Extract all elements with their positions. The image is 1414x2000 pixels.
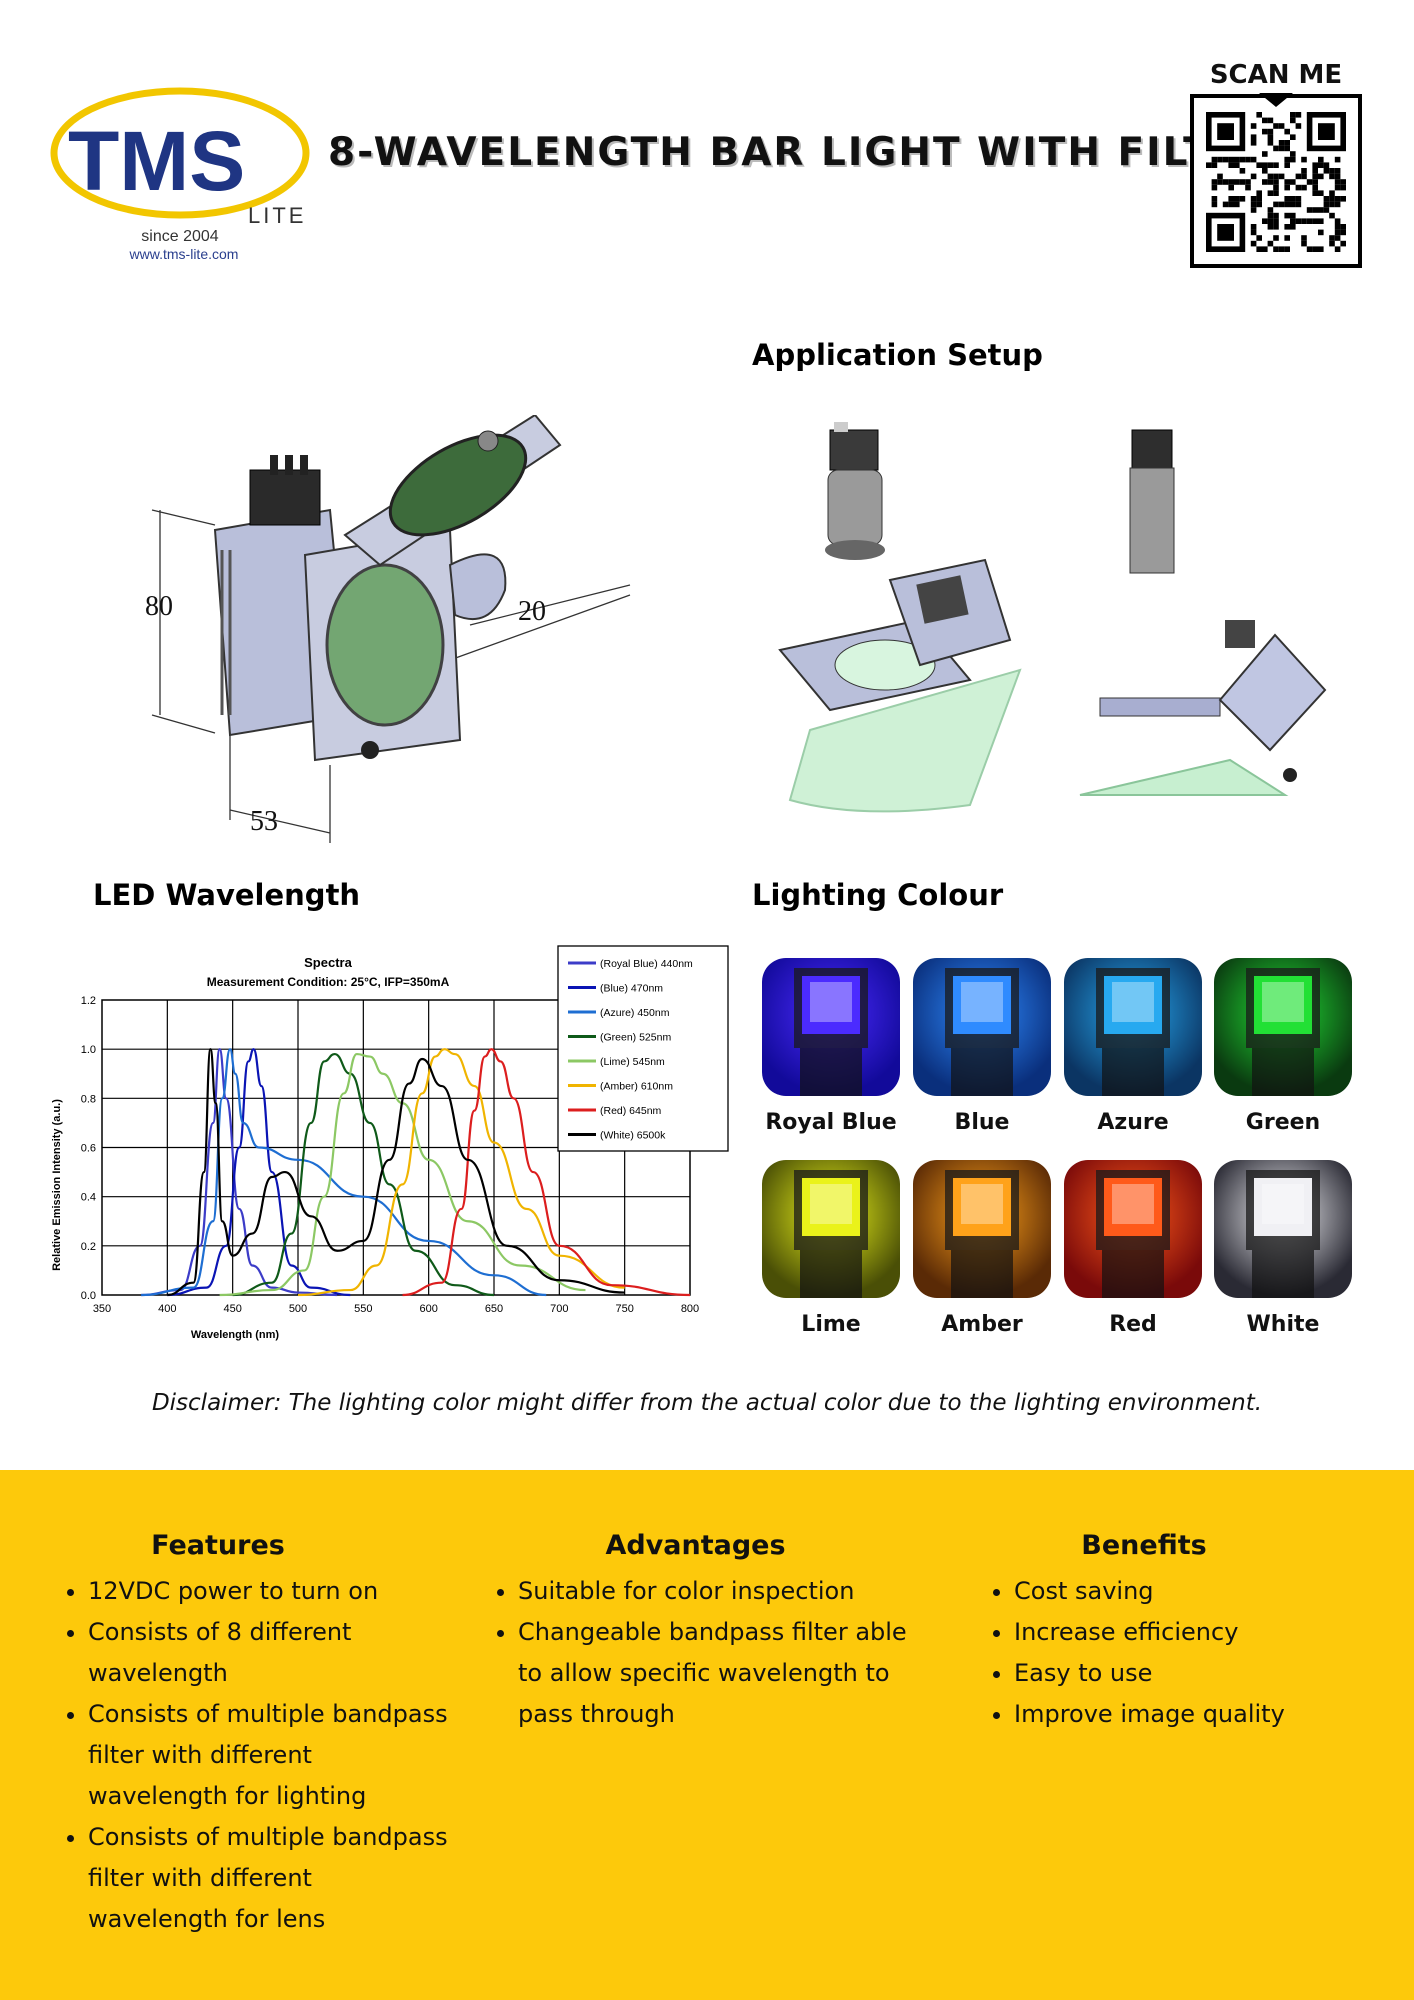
list-item: Increase efficiency bbox=[1014, 1612, 1364, 1653]
dimension-depth: 20 bbox=[518, 596, 546, 627]
qr-code[interactable] bbox=[1190, 94, 1362, 268]
benefits-list: Cost saving Increase efficiency Easy to … bbox=[984, 1571, 1364, 1735]
colour-tile bbox=[913, 958, 1051, 1096]
list-item: Improve image quality bbox=[1014, 1694, 1364, 1735]
colour-tile bbox=[762, 958, 900, 1096]
logo-wordmark: TMS bbox=[68, 114, 245, 208]
y-tick-label: 1.2 bbox=[81, 995, 96, 1007]
features-column: Features 12VDC power to turn on Consists… bbox=[58, 1530, 458, 1940]
legend-label: (Green) 525nm bbox=[600, 1032, 671, 1044]
legend-label: (Amber) 610nm bbox=[600, 1081, 673, 1093]
list-item: Cost saving bbox=[1014, 1571, 1364, 1612]
colour-tile bbox=[1214, 1160, 1352, 1298]
advantages-column: Advantages Suitable for color inspection… bbox=[488, 1530, 908, 1735]
colour-tile-label: Amber bbox=[941, 1312, 1023, 1337]
chart-xlabel: Wavelength (nm) bbox=[191, 1329, 280, 1341]
y-tick-label: 0.2 bbox=[81, 1241, 96, 1253]
colour-tile-label: Royal Blue bbox=[765, 1110, 897, 1135]
benefits-column: Benefits Cost saving Increase efficiency… bbox=[984, 1530, 1364, 1735]
y-tick-label: 0.6 bbox=[81, 1143, 96, 1155]
series-line bbox=[167, 1048, 625, 1297]
advantages-title: Advantages bbox=[605, 1530, 786, 1561]
list-item: Suitable for color inspection bbox=[518, 1571, 908, 1612]
application-setup-heading: Application Setup bbox=[752, 338, 1043, 372]
legend-label: (Lime) 545nm bbox=[600, 1056, 665, 1068]
scan-arrow-icon bbox=[1259, 93, 1293, 107]
benefits-title: Benefits bbox=[1081, 1530, 1207, 1561]
legend-label: (White) 6500k bbox=[600, 1130, 666, 1142]
colour-tile bbox=[1064, 1160, 1202, 1298]
x-tick-label: 750 bbox=[615, 1303, 633, 1315]
y-tick-label: 0.4 bbox=[81, 1192, 96, 1204]
spectra-chart: Spectra Measurement Condition: 25°C, IFP… bbox=[45, 940, 735, 1350]
colour-tile bbox=[762, 1160, 900, 1298]
y-tick-label: 1.0 bbox=[81, 1044, 96, 1056]
lighting-colour-heading: Lighting Colour bbox=[752, 878, 1004, 912]
x-tick-label: 600 bbox=[419, 1303, 437, 1315]
list-item: Consists of multiple bandpass filter wit… bbox=[88, 1694, 458, 1817]
features-title: Features bbox=[151, 1530, 285, 1561]
x-tick-label: 450 bbox=[223, 1303, 241, 1315]
x-tick-label: 400 bbox=[158, 1303, 176, 1315]
colour-tile-label: Green bbox=[1245, 1110, 1321, 1135]
series-line bbox=[219, 1052, 586, 1297]
colour-tile bbox=[913, 1160, 1051, 1298]
list-item: Consists of 8 different wavelength bbox=[88, 1612, 458, 1694]
legend-box bbox=[557, 945, 729, 1152]
list-item: Changeable bandpass filter able to allow… bbox=[518, 1612, 908, 1735]
logo-since: since 2004 bbox=[141, 228, 218, 245]
list-item: 12VDC power to turn on bbox=[88, 1571, 458, 1612]
legend-label: (Blue) 470nm bbox=[600, 983, 663, 995]
colour-tile bbox=[1064, 958, 1202, 1096]
x-tick-label: 550 bbox=[354, 1303, 372, 1315]
colour-tile-label: White bbox=[1246, 1312, 1320, 1337]
y-tick-label: 0.8 bbox=[81, 1093, 96, 1105]
chart-subtitle: Measurement Condition: 25°C, IFP=350mA bbox=[207, 975, 450, 989]
x-tick-label: 350 bbox=[93, 1303, 111, 1315]
colour-tile-label: Red bbox=[1109, 1312, 1157, 1337]
colour-tile-label: Lime bbox=[801, 1312, 861, 1337]
advantages-list: Suitable for color inspection Changeable… bbox=[488, 1571, 908, 1735]
features-list: 12VDC power to turn on Consists of 8 dif… bbox=[58, 1571, 458, 1940]
scan-me-label: SCAN ME bbox=[1209, 60, 1343, 90]
colour-tile-label: Azure bbox=[1097, 1110, 1169, 1135]
dimension-width: 53 bbox=[250, 806, 278, 837]
page-title: 8-WAVELENGTH BAR LIGHT WITH FILTER bbox=[328, 130, 1273, 175]
logo-website: www.tms-lite.com bbox=[129, 246, 239, 262]
led-wavelength-heading: LED Wavelength bbox=[93, 878, 361, 912]
list-item: Easy to use bbox=[1014, 1653, 1364, 1694]
x-tick-label: 800 bbox=[681, 1303, 699, 1315]
colour-tile bbox=[1214, 958, 1352, 1096]
chart-title: Spectra bbox=[304, 955, 352, 970]
chart-ylabel: Relative Emission Intensity (a.u.) bbox=[51, 1099, 63, 1271]
x-tick-label: 650 bbox=[485, 1303, 503, 1315]
series-line bbox=[402, 1048, 691, 1297]
features-band: Features 12VDC power to turn on Consists… bbox=[0, 1470, 1414, 2000]
product-drawing: 80 20 53 bbox=[130, 413, 650, 855]
legend-label: (Azure) 450nm bbox=[600, 1007, 670, 1019]
application-setup-illustration bbox=[770, 410, 1350, 820]
colour-tile-label: Blue bbox=[954, 1110, 1010, 1135]
x-tick-label: 500 bbox=[289, 1303, 307, 1315]
series-line bbox=[297, 1048, 625, 1297]
logo-sub: LITE bbox=[248, 203, 306, 228]
disclaimer: Disclaimer: The lighting color might dif… bbox=[151, 1390, 1263, 1416]
series-line bbox=[232, 1052, 495, 1297]
dimension-height: 80 bbox=[145, 591, 173, 622]
legend-label: (Royal Blue) 440nm bbox=[600, 958, 693, 970]
list-item: Consists of multiple bandpass filter wit… bbox=[88, 1817, 458, 1940]
tms-lite-logo: TMS LITE since 2004 www.tms-lite.com bbox=[50, 85, 330, 265]
series-line bbox=[141, 1048, 547, 1297]
series-line bbox=[167, 1048, 351, 1297]
legend-label: (Red) 645nm bbox=[600, 1105, 662, 1117]
y-tick-label: 0.0 bbox=[81, 1290, 96, 1302]
x-tick-label: 700 bbox=[550, 1303, 568, 1315]
